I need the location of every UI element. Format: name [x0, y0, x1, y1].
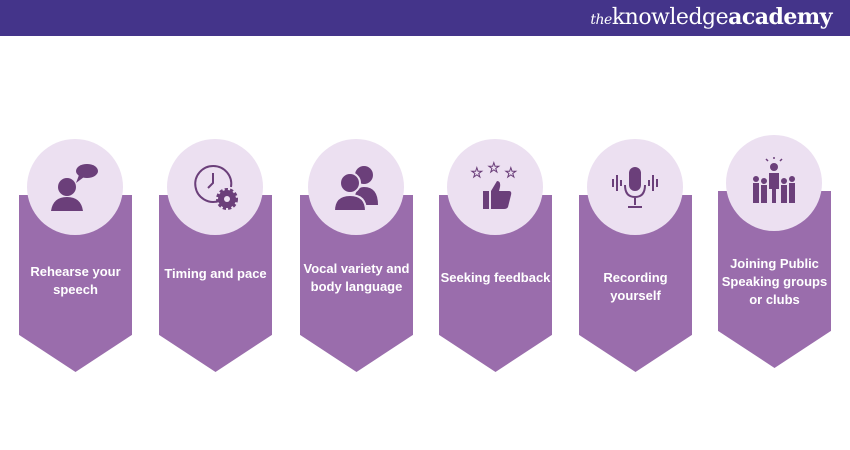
svg-text:★: ★ — [505, 165, 517, 180]
speaking-person-icon — [27, 139, 123, 235]
group-speaker-icon — [726, 135, 822, 231]
logo-prefix: the — [590, 12, 612, 28]
header-bar: theknowledgeacademy — [0, 0, 850, 36]
step-label: Seeking feedback — [440, 270, 551, 285]
step-label: Timing and pace — [164, 266, 267, 281]
step-label: Joining Public Speaking groups or clubs — [721, 256, 828, 307]
step-label: Rehearse your speech — [30, 264, 121, 297]
logo-name1: knowledge — [611, 5, 729, 30]
thumbs-up-stars-icon: ★ ★ ★ — [447, 139, 543, 235]
clock-gear-icon — [167, 139, 263, 235]
step-label: Vocal variety and body language — [303, 261, 410, 294]
microphone-icon — [587, 139, 683, 235]
people-icon — [308, 139, 404, 235]
step-label: Recording yourself — [603, 270, 668, 303]
logo-name2: academy — [728, 4, 832, 30]
brand-logo: theknowledgeacademy — [590, 4, 832, 30]
svg-text:★: ★ — [471, 165, 483, 180]
svg-text:★: ★ — [488, 161, 500, 175]
